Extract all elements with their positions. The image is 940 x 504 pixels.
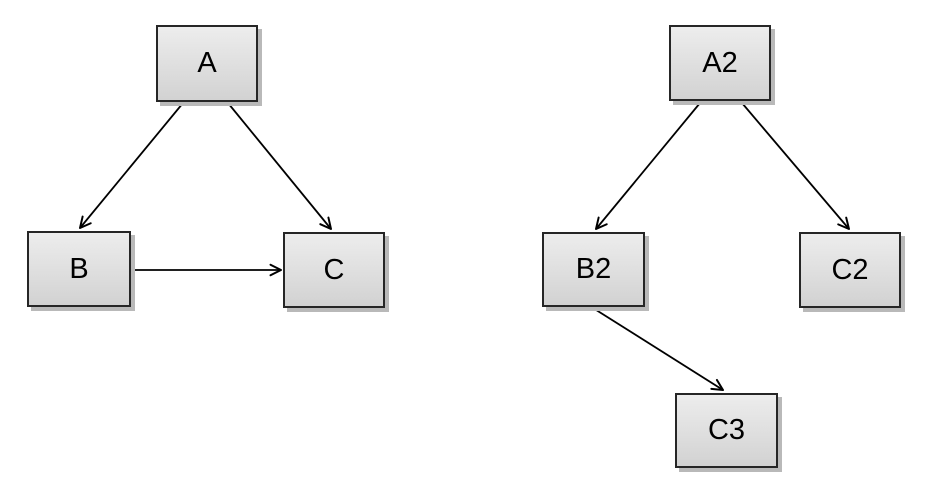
node-A2[interactable]: A2 [669,25,771,101]
node-label: A2 [702,46,738,79]
edge-B2-C3[interactable] [592,307,724,391]
node-label: B [69,252,89,285]
node-A[interactable]: A [156,25,258,102]
node-label: C [323,253,345,286]
node-C3[interactable]: C3 [675,393,778,468]
edge-A-B[interactable] [79,102,184,229]
edge-A2-B2[interactable] [595,102,701,230]
node-C2[interactable]: C2 [799,232,901,308]
node-B2[interactable]: B2 [542,232,645,307]
node-label: B2 [575,253,612,285]
node-label: C2 [831,253,869,286]
node-B[interactable]: B [27,231,131,307]
edge-A-C[interactable] [227,102,332,230]
edge-A2-C2[interactable] [741,102,850,230]
node-label: A [197,47,217,79]
node-C[interactable]: C [283,232,385,308]
node-label: C3 [707,414,746,446]
